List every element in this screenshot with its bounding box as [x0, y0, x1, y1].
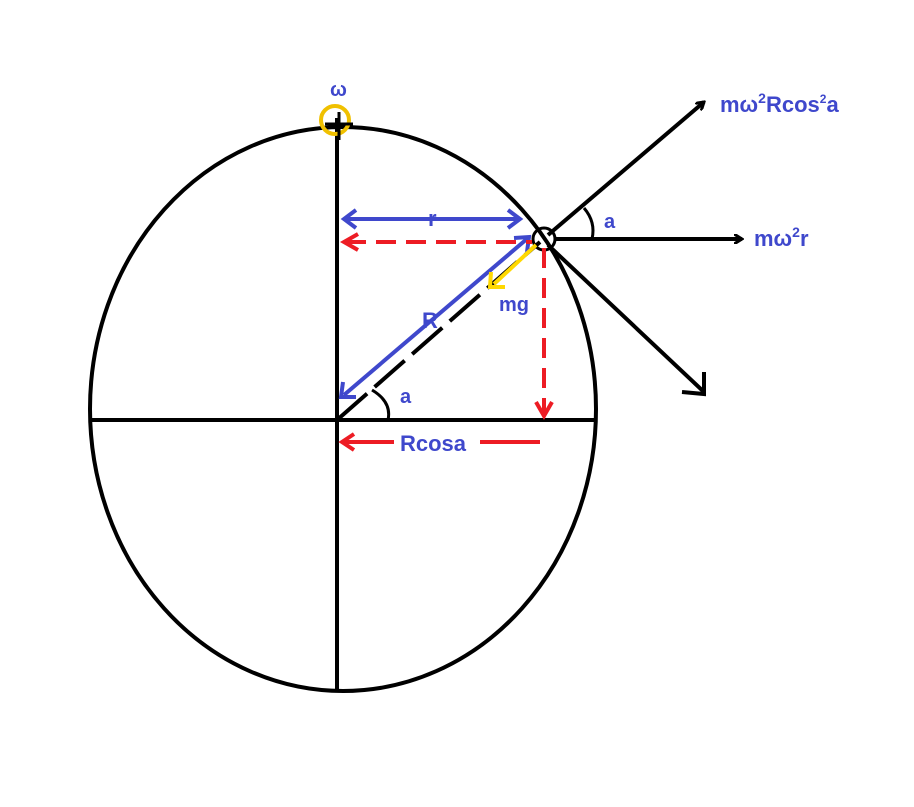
rcos-label: Rcosa — [400, 431, 467, 456]
R-arrow-head-2 — [513, 234, 532, 253]
earth-ellipse — [88, 125, 598, 693]
r-arrow-head-right — [506, 208, 524, 230]
horizontal-force-sup: 2 — [792, 224, 800, 240]
R-arrow — [342, 236, 530, 397]
mg-arrow — [492, 243, 538, 286]
horizontal-force-end: r — [800, 226, 809, 251]
rotation-icon — [319, 104, 351, 136]
horizontal-force-label: mω2r — [754, 224, 809, 251]
mg-arrow-head — [487, 271, 505, 289]
radial-force-label: mω2Rcos2a — [720, 90, 839, 117]
radial-force-sup2: 2 — [820, 92, 827, 106]
red-vertical-head — [534, 401, 554, 421]
angle-point-label: a — [604, 211, 616, 233]
angle-arc-point — [582, 207, 595, 240]
radial-force-mid: Rcos — [766, 92, 820, 117]
radial-force-end: a — [826, 92, 839, 117]
r-label: r — [428, 206, 437, 231]
mg-label: mg — [499, 294, 529, 316]
R-label: R — [422, 308, 438, 333]
rcos-arrow-head — [338, 432, 356, 452]
radial-force-base: mω — [720, 92, 758, 117]
R-arrow-head-1 — [338, 381, 356, 399]
red-horizontal-head — [339, 232, 359, 252]
radial-force-arrow — [546, 102, 704, 237]
radial-force-sup: 2 — [758, 90, 766, 106]
angle-arc-center — [371, 388, 391, 421]
omega-label: ω — [330, 79, 347, 101]
r-arrow-head-left — [340, 208, 358, 230]
tangential-force-arrow — [546, 243, 706, 394]
tangential-force-head — [681, 372, 706, 397]
angle-center-label: a — [400, 386, 412, 408]
horizontal-force-base: mω — [754, 226, 792, 251]
